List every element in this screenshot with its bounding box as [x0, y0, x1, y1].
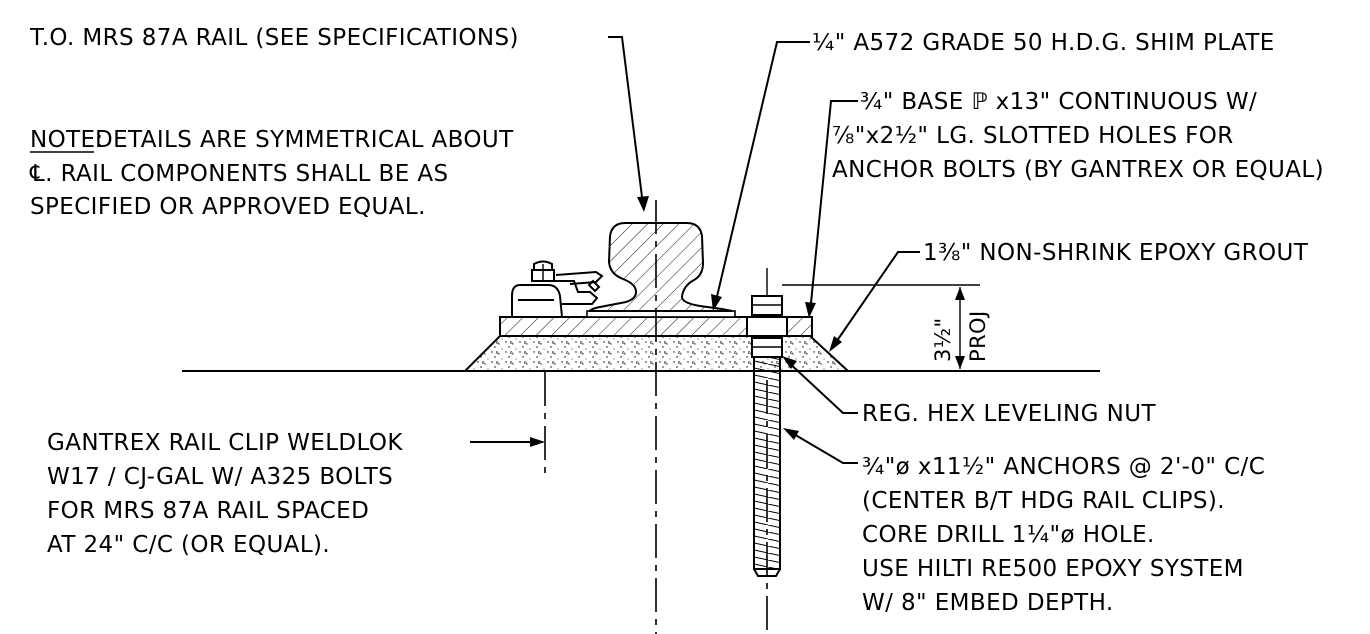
- note-line-1: DETAILS ARE SYMMETRICAL ABOUT: [95, 127, 514, 153]
- leveling-nut-label: REG. HEX LEVELING NUT: [862, 401, 1156, 427]
- note-heading: NOTE:: [30, 127, 104, 153]
- shim-plate-label: ¼" A572 GRADE 50 H.D.G. SHIM PLATE: [812, 30, 1275, 56]
- anchor-line-5: W/ 8" EMBED DEPTH.: [862, 590, 1114, 616]
- clip-line-1: GANTREX RAIL CLIP WELDLOK: [47, 430, 403, 456]
- clip-line-4: AT 24" C/C (OR EQUAL).: [47, 532, 330, 558]
- rail-clip-callout: GANTREX RAIL CLIP WELDLOK W17 / CJ-GAL W…: [47, 430, 403, 558]
- top-of-rail-label: T.O. MRS 87A RAIL (SEE SPECIFICATIONS): [29, 25, 519, 51]
- base-plate-line-2: ⅞"x2½" LG. SLOTTED HOLES FOR: [832, 123, 1234, 149]
- projection-label: PROJ: [966, 310, 990, 362]
- anchor-bolt: [746, 268, 788, 634]
- rail-section: [588, 222, 733, 312]
- anchor-line-4: USE HILTI RE500 EPOXY SYSTEM: [862, 556, 1244, 582]
- projection-value: 3½": [931, 317, 955, 362]
- clip-line-3: FOR MRS 87A RAIL SPACED: [47, 498, 369, 524]
- grout-label: 1⅜" NON-SHRINK EPOXY GROUT: [923, 240, 1309, 266]
- base-plate-line-3: ANCHOR BOLTS (BY GANTREX OR EQUAL): [832, 157, 1324, 183]
- anchor-callout: ¾"ø x11½" ANCHORS @ 2'-0" C/C (CENTER B/…: [862, 454, 1265, 616]
- note-line-2: ℄. RAIL COMPONENTS SHALL BE AS: [29, 161, 449, 187]
- note-line-3: SPECIFIED OR APPROVED EQUAL.: [30, 194, 426, 220]
- base-plate-line-1: ¾" BASE ℙ x13" CONTINUOUS W/: [860, 89, 1257, 115]
- rail-clip: [511, 260, 604, 318]
- projection-dimension: [782, 284, 980, 372]
- anchor-line-2: (CENTER B/T HDG RAIL CLIPS).: [862, 488, 1225, 514]
- anchor-line-1: ¾"ø x11½" ANCHORS @ 2'-0" C/C: [862, 454, 1265, 480]
- base-plate-callout: ¾" BASE ℙ x13" CONTINUOUS W/ ⅞"x2½" LG. …: [832, 89, 1324, 183]
- anchor-line-3: CORE DRILL 1¼"ø HOLE.: [862, 522, 1155, 548]
- symmetry-note: NOTE: DETAILS ARE SYMMETRICAL ABOUT ℄. R…: [29, 127, 514, 220]
- clip-line-2: W17 / CJ-GAL W/ A325 BOLTS: [47, 464, 393, 490]
- leader-lines: [470, 36, 920, 464]
